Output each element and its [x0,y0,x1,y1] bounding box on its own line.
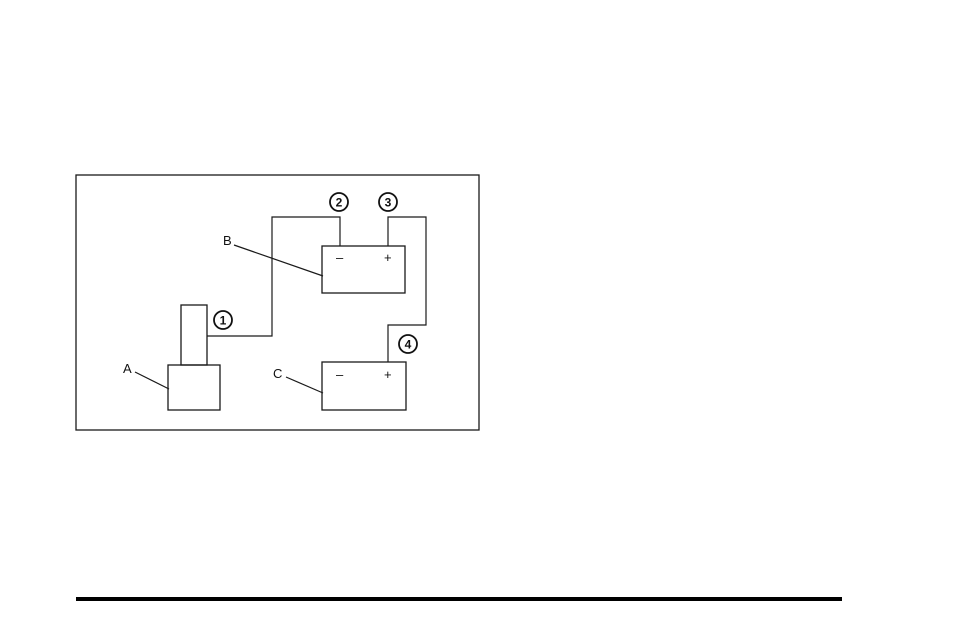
footer-rule [76,597,842,601]
callout-3-number: 3 [385,196,392,210]
leader-line-b [234,245,323,276]
label-b: B [223,233,232,248]
battery-b [322,246,405,293]
callout-1-number: 1 [220,314,227,328]
callout-3: 3 [379,193,397,211]
battery-c-negative-terminal: – [336,367,344,382]
callout-4: 4 [399,335,417,353]
callout-2: 2 [330,193,348,211]
battery-b-negative-terminal: – [336,250,344,265]
callout-2-number: 2 [336,196,343,210]
label-c: C [273,366,282,381]
callout-4-number: 4 [405,338,412,352]
component-a-body [168,365,220,410]
callout-1: 1 [214,311,232,329]
diagram-frame [76,175,479,430]
battery-b-positive-terminal: + [384,250,392,265]
leader-line-a [135,372,169,389]
leader-line-c [286,377,323,393]
label-a: A [123,361,132,376]
battery-c-positive-terminal: + [384,367,392,382]
battery-c [322,362,406,410]
component-a-post [181,305,207,365]
